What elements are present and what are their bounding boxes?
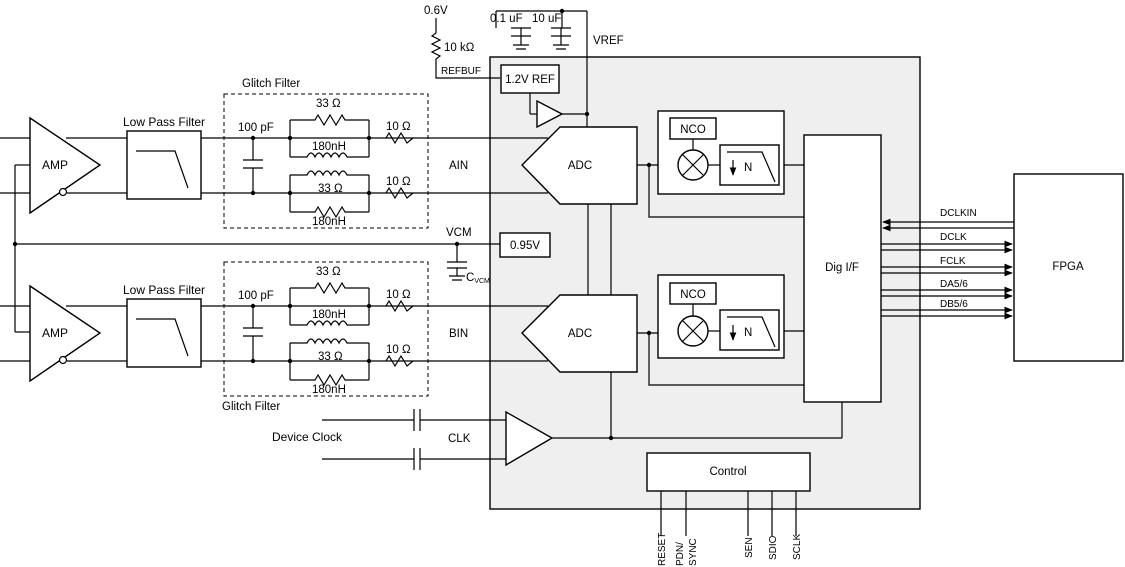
amp-a-label: AMP <box>42 158 68 172</box>
amp-b-bubble <box>58 355 68 365</box>
cap100-a-label: 100 pF <box>238 122 274 134</box>
cap-01uf-symbol <box>511 27 531 50</box>
fclk-label: FCLK <box>940 256 966 267</box>
resistor-10k-symbol <box>430 32 500 79</box>
l180-b1-label: 180nH <box>312 309 346 321</box>
cap01-label: 0.1 uF <box>490 13 523 25</box>
glitch-filter-a-box <box>223 93 429 229</box>
l180-b2-symbol <box>290 338 369 345</box>
decim-b-filter-icon <box>727 316 776 348</box>
n-a-label: N <box>744 162 752 174</box>
v06-label: 0.6V <box>424 5 448 17</box>
clock-input: Device Clock CLK <box>272 409 506 470</box>
bin-label: BIN <box>449 328 468 340</box>
cap10-label: 10 uF <box>532 13 561 25</box>
cvcm-label: CVCM <box>466 272 490 285</box>
glitch-filter-b-label: Glitch Filter <box>222 401 280 413</box>
r10-b2-symbol <box>385 354 414 368</box>
lpf-b-label: Low Pass Filter <box>123 283 205 297</box>
vcm-network: VCM 0.95V CVCM <box>12 165 551 332</box>
r33-b2-label: 33 Ω <box>318 351 343 363</box>
ref-1v2-block <box>500 64 560 94</box>
l180-b2-label: 180nH <box>312 384 346 396</box>
adc-b-label: ADC <box>568 328 592 340</box>
pdn-pin-label: PDN/ <box>675 542 686 566</box>
lpf-a-label: Low Pass Filter <box>123 115 205 129</box>
chip-internals: ADC ADC NCO N NCO <box>490 110 882 492</box>
channel-b-frontend: AMP Low Pass Filter Glitch Filter 100 pF… <box>0 261 490 413</box>
r10-b2-label: 10 Ω <box>386 344 411 356</box>
r33-b1-symbol <box>290 281 369 295</box>
l180-b1-symbol <box>290 320 369 327</box>
fpga-label: FPGA <box>1052 261 1084 273</box>
cap-10uf-symbol <box>551 27 571 50</box>
cap100-a-symbol <box>243 138 263 193</box>
l180-a2-symbol <box>290 170 369 177</box>
dig-if-label: Dig I/F <box>825 262 859 274</box>
cap100-b-symbol <box>243 306 263 361</box>
lpf-a-response-icon <box>136 150 189 189</box>
r33-b2-symbol <box>290 373 369 387</box>
ref-buffer-triangle <box>536 99 564 129</box>
glitch-filter-a-label: Glitch Filter <box>242 78 300 90</box>
ain-label: AIN <box>449 160 468 172</box>
amp-b-label: AMP <box>42 326 68 340</box>
dclkin-label: DCLKIN <box>940 208 977 219</box>
r33-a2-label: 33 Ω <box>318 183 343 195</box>
sen-pin-label: SEN <box>744 537 755 558</box>
clk-label: CLK <box>448 433 471 445</box>
channel-a-frontend: AMP Low Pass Filter Glitch Filter 100 pF… <box>0 78 490 229</box>
lpf-b-response-icon <box>136 318 189 357</box>
control-label: Control <box>709 466 746 478</box>
r10-a2-label: 10 Ω <box>386 176 411 188</box>
cap100-b-label: 100 pF <box>238 290 274 302</box>
refbuf-label: REFBUF <box>441 66 481 77</box>
dclk-label: DCLK <box>940 232 967 243</box>
lpf-b-block <box>126 298 202 368</box>
nco-b-label: NCO <box>680 289 706 301</box>
r10-a1-label: 10 Ω <box>386 121 411 133</box>
decim-a-filter-icon <box>727 151 776 183</box>
amp-a-bubble <box>58 187 68 197</box>
r10-b1-label: 10 Ω <box>386 289 411 301</box>
vcm-label: VCM <box>446 227 472 239</box>
clk-buffer-triangle <box>505 410 554 467</box>
r33-a2-symbol <box>290 205 369 219</box>
da56-label: DA5/6 <box>940 279 968 290</box>
dig-if-block <box>803 134 882 403</box>
sync-pin-label: SYNC <box>688 538 699 566</box>
n-b-label: N <box>744 327 752 339</box>
control-block <box>646 452 811 492</box>
r33-b1-label: 33 Ω <box>316 266 341 278</box>
db56-label: DB5/6 <box>940 299 968 310</box>
sdio-pin-label: SDIO <box>768 535 779 560</box>
adc-a-label: ADC <box>568 160 592 172</box>
r33-a1-symbol <box>290 113 369 127</box>
ref12-label: 1.2V REF <box>505 74 555 86</box>
r10-a1-symbol <box>385 131 414 145</box>
vref-label: VREF <box>593 35 624 47</box>
fpga-block <box>1013 173 1124 362</box>
l180-a1-label: 180nH <box>312 141 346 153</box>
nco-a-label: NCO <box>680 124 706 136</box>
device-clock-label: Device Clock <box>272 430 343 444</box>
r33-a1-label: 33 Ω <box>316 98 341 110</box>
sclk-pin-label: SCLK <box>792 534 803 560</box>
res10k-label: 10 kΩ <box>444 42 475 54</box>
reference-circuit: 0.6V 10 kΩ REFBUF 1.2V REF 0.1 uF 10 uF … <box>424 5 624 129</box>
r10-a2-symbol <box>385 186 414 200</box>
reset-pin-label: RESET <box>657 533 668 566</box>
l180-a1-symbol <box>290 152 369 159</box>
digital-bus: DCLKIN DCLK FCLK DA5/6 DB5/6 <box>881 208 1014 320</box>
v095-label: 0.95V <box>510 240 540 252</box>
lpf-a-block <box>126 130 202 200</box>
r10-b1-symbol <box>385 299 414 313</box>
cvcm-cap-symbol <box>447 244 467 281</box>
vcm-095-block <box>499 232 551 258</box>
l180-a2-label: 180nH <box>312 216 346 228</box>
glitch-filter-b-box <box>223 261 429 397</box>
control-pins: RESET PDN/ SYNC SEN SDIO SCLK <box>657 491 803 566</box>
